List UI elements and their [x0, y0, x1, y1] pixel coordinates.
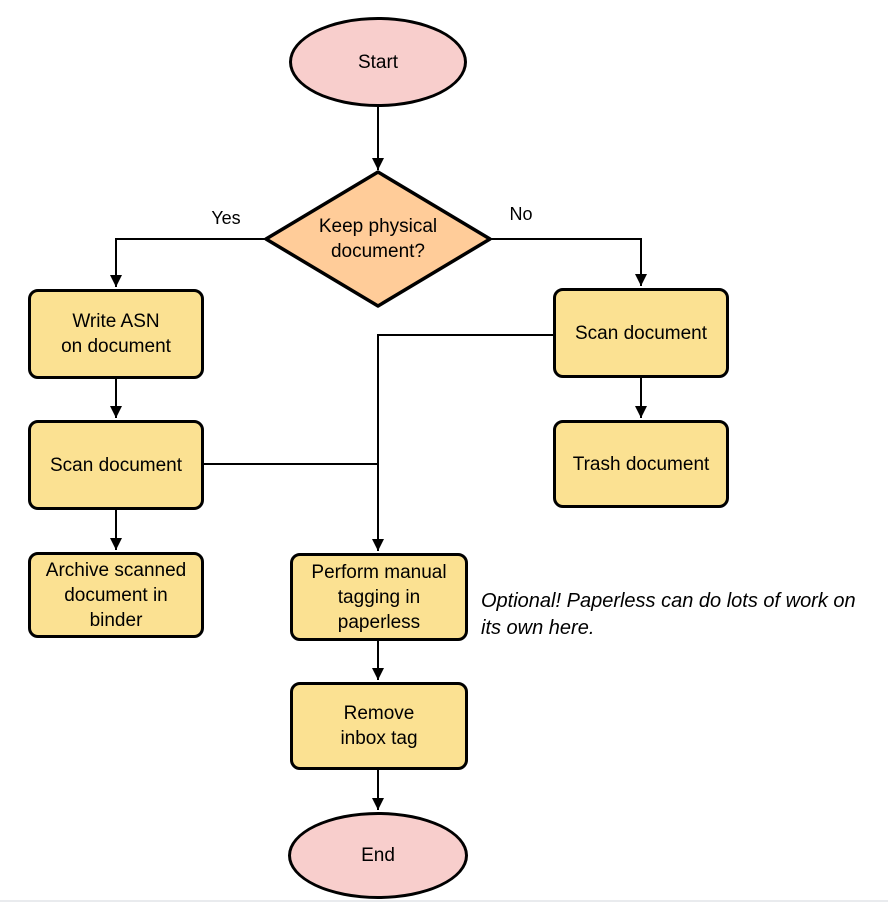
node-archive-scanned-label: Archive scanned document in binder [45, 559, 187, 631]
node-write-asn-label: Write ASN on document [61, 311, 171, 357]
node-start-label: Start [357, 51, 399, 73]
node-scan-document-right-label: Scan document [574, 322, 708, 344]
node-end-label: End [361, 845, 395, 866]
edge-label-no: No [509, 204, 533, 224]
node-decision-label: Keep physical document? [318, 216, 438, 262]
node-trash-document: Trash document [553, 420, 729, 508]
edge-decision-no-to-scan-right [490, 238, 647, 286]
node-scan-document-left-label: Scan document [49, 454, 183, 476]
node-archive-scanned: Archive scanned document in binder [28, 552, 204, 638]
node-remove-inbox-tag-label: Remove inbox tag [340, 703, 418, 749]
edge-decision-yes-to-write-asn [110, 238, 266, 287]
node-end: End [288, 812, 468, 899]
node-perform-tagging-label: Perform manual tagging in paperless [311, 561, 447, 633]
bottom-divider [0, 900, 888, 902]
edge-scan-right-to-perform-tagging [372, 334, 553, 551]
node-scan-document-left: Scan document [28, 420, 204, 510]
node-remove-inbox-tag: Remove inbox tag [290, 682, 468, 770]
node-perform-tagging: Perform manual tagging in paperless [290, 553, 468, 641]
node-start: Start [289, 17, 467, 107]
node-scan-document-right: Scan document [553, 288, 729, 378]
decision-diamond-shape [264, 170, 492, 308]
node-write-asn: Write ASN on document [28, 289, 204, 379]
edge-label-yes: Yes [211, 208, 241, 228]
annotation-optional-note: Optional! Paperless can do lots of work … [481, 590, 856, 639]
node-trash-document-label: Trash document [572, 453, 710, 475]
